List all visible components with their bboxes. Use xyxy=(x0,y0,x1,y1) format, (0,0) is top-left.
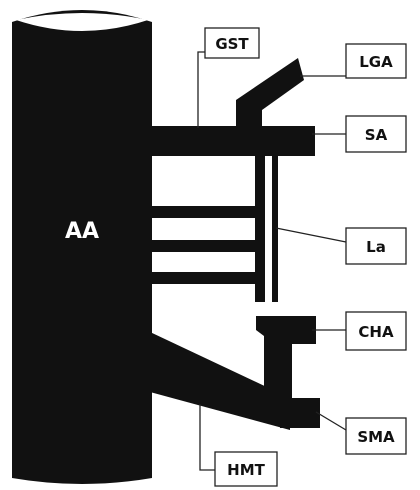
ladder-rail xyxy=(255,152,265,302)
splenic-artery-trunk xyxy=(150,126,315,156)
left-gastric-artery xyxy=(236,58,304,128)
branch-stub-3 xyxy=(150,272,258,284)
leader-lines xyxy=(197,51,347,471)
hmt-leader xyxy=(199,404,215,471)
sa-box xyxy=(345,115,407,153)
cha-box xyxy=(345,311,407,351)
lower-trunk xyxy=(150,332,290,430)
hmt-label: HMT xyxy=(227,461,265,479)
branch-stub-1 xyxy=(150,206,258,218)
lga-box xyxy=(345,43,407,79)
hmt-box xyxy=(214,451,278,487)
gst-box xyxy=(204,27,260,59)
la-leader xyxy=(275,227,347,243)
sma-box xyxy=(345,417,407,455)
common-hepatic-artery xyxy=(256,316,316,400)
celiac-branches xyxy=(150,58,320,430)
lga-label: LGA xyxy=(359,53,393,71)
label-boxes xyxy=(204,27,407,487)
aorta-vessel xyxy=(12,10,152,484)
sma-label: SMA xyxy=(357,428,395,446)
gst-label: GST xyxy=(215,35,249,53)
la-label: La xyxy=(366,238,386,256)
ladder-rail-thin xyxy=(272,152,278,302)
superior-mesenteric-artery xyxy=(280,398,320,428)
gst-leader xyxy=(197,51,205,128)
cha-label: CHA xyxy=(358,323,394,341)
branch-stub-2 xyxy=(150,240,258,252)
sma-leader xyxy=(315,411,347,431)
la-box xyxy=(345,227,407,265)
sa-label: SA xyxy=(365,126,388,144)
aorta-label: AA xyxy=(65,219,99,244)
